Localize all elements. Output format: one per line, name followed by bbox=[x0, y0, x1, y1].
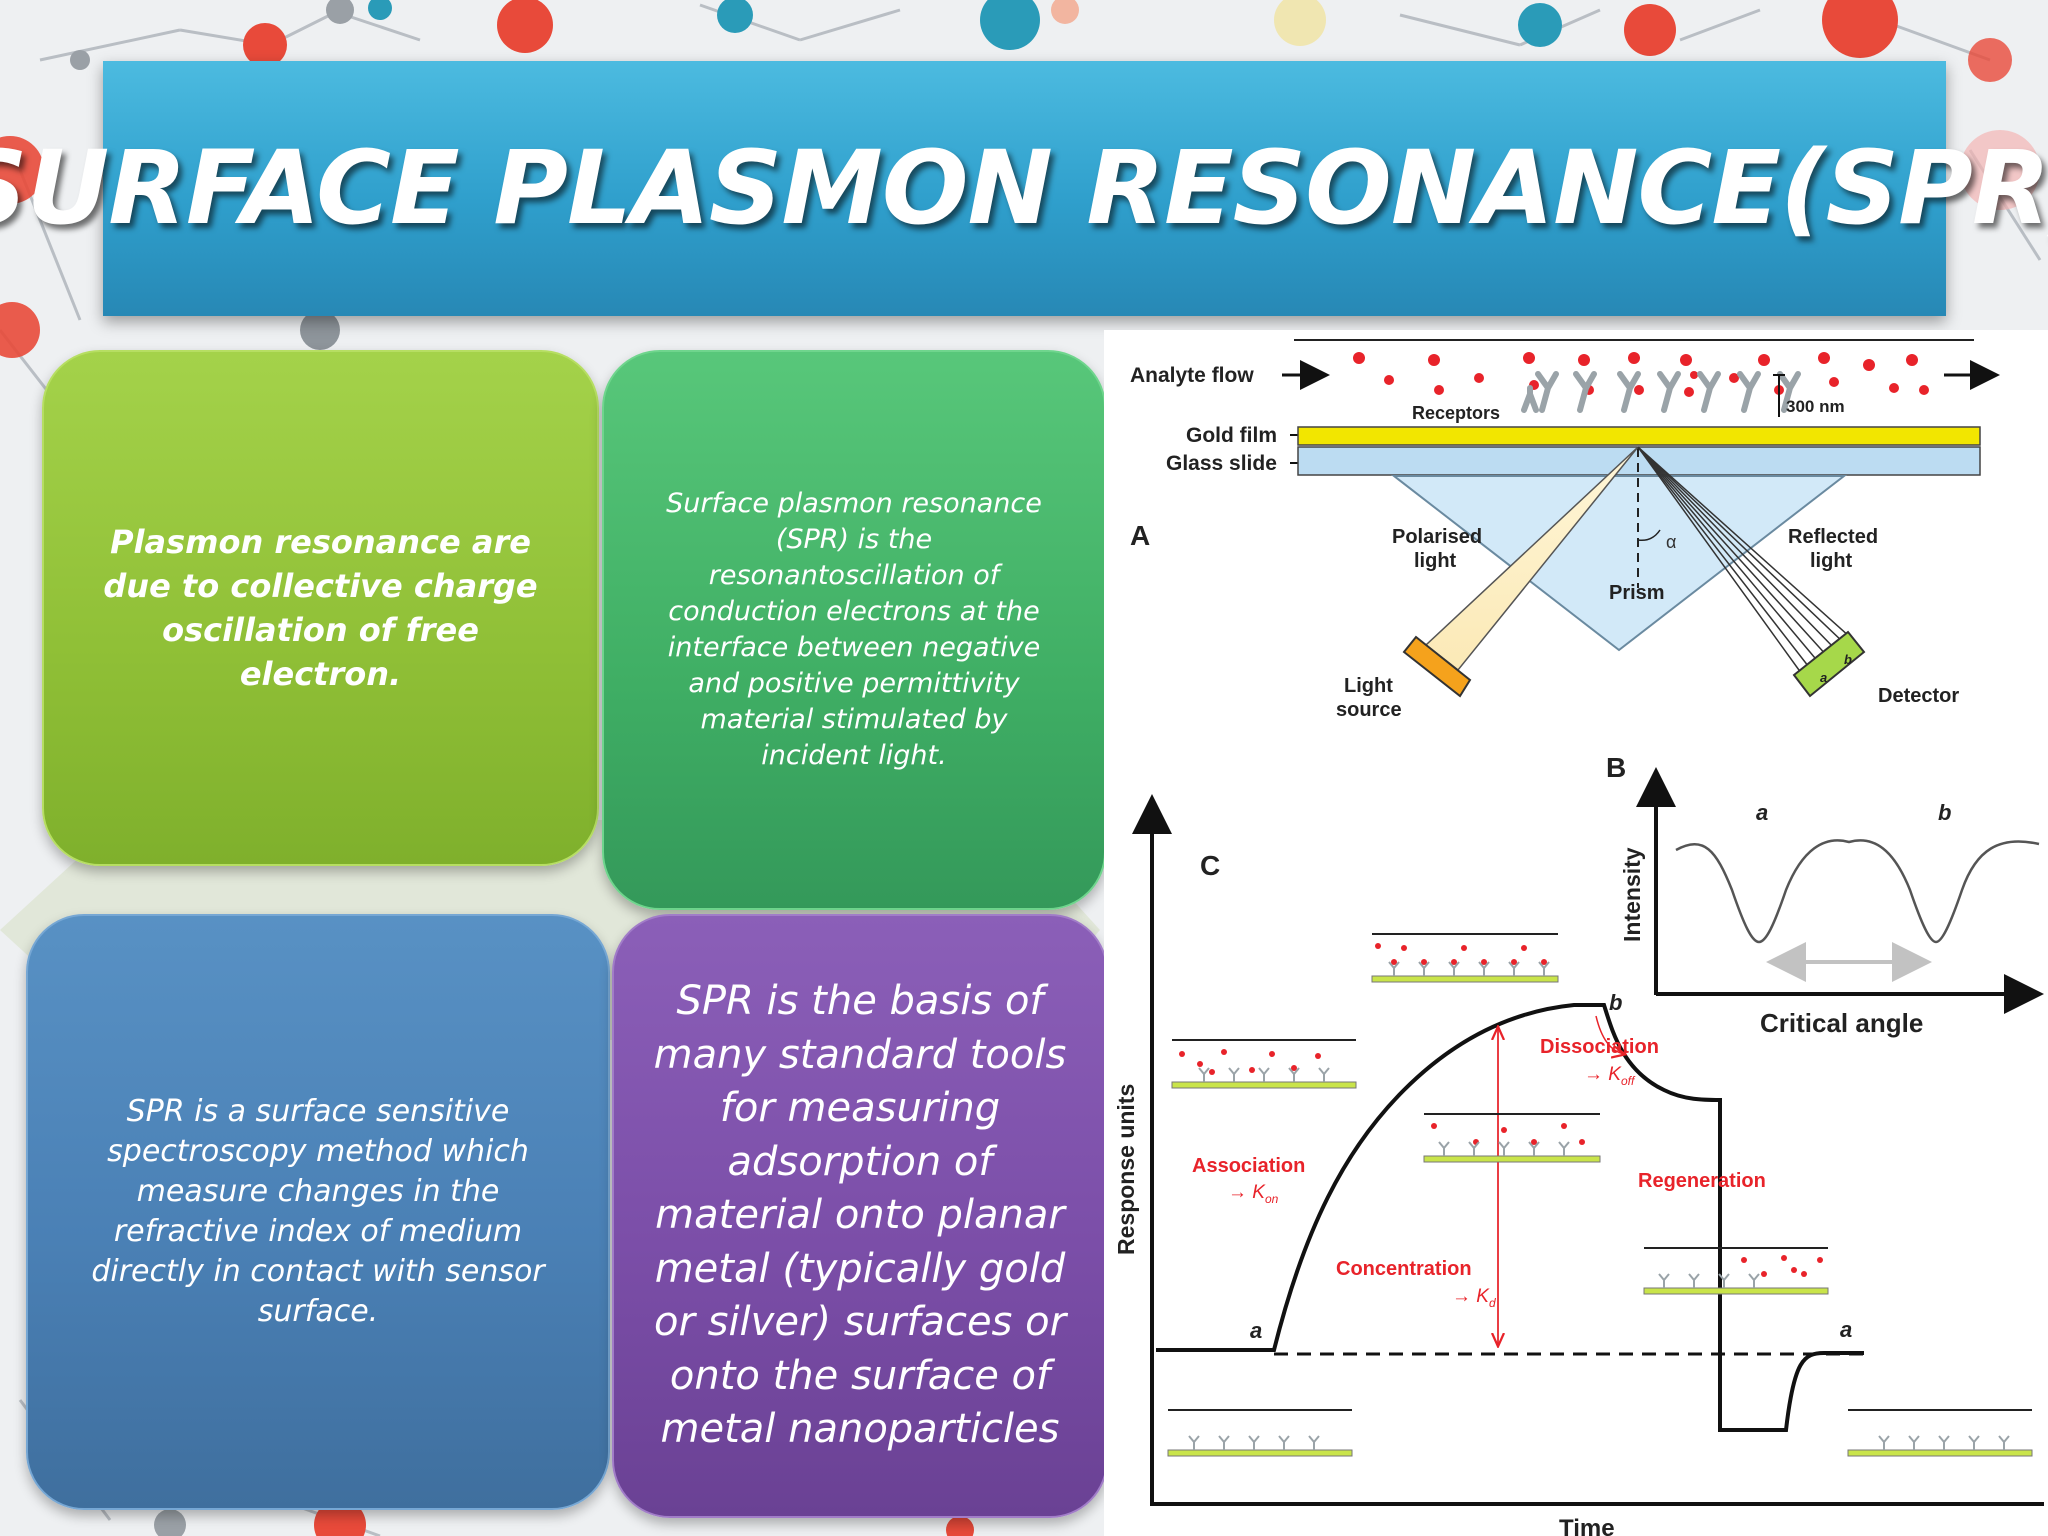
spr-figure: Analyte flow Receptors 300 n bbox=[1104, 330, 2048, 1536]
info-box-teal-text: Surface plasmon resonance (SPR) is the r… bbox=[666, 488, 1042, 771]
panel-b-letter: B bbox=[1606, 752, 1626, 783]
title-banner: SURFACE PLASMON RESONANCE(SPR) bbox=[0, 61, 2048, 316]
polarised-label-1: Polarised bbox=[1392, 526, 1482, 548]
concentration-label: Concentration bbox=[1336, 1258, 1472, 1280]
receptors bbox=[1521, 371, 1801, 413]
k-on-label: → Kon bbox=[1228, 1182, 1279, 1206]
chip-dissociation bbox=[1423, 1113, 1601, 1163]
sensorgram-curve bbox=[1156, 1003, 1864, 1432]
light-source-label-2: source bbox=[1336, 699, 1402, 721]
prism-label: Prism bbox=[1609, 582, 1665, 604]
distance-label: 300 nm bbox=[1786, 397, 1845, 416]
info-box-purple: SPR is the basis of many standard tools … bbox=[612, 914, 1108, 1518]
info-box-blue: SPR is a surface sensitive spectroscopy … bbox=[26, 914, 610, 1510]
point-b: b bbox=[1609, 990, 1622, 1015]
panel-b: B Intensity Critical angle a b bbox=[1606, 752, 2044, 1038]
panel-a-letter: A bbox=[1130, 520, 1150, 551]
info-box-green: Plasmon resonance are due to collective … bbox=[42, 350, 599, 866]
info-box-green-text: Plasmon resonance are due to collective … bbox=[103, 523, 538, 693]
detector-beam-b: b bbox=[1844, 652, 1852, 667]
dissociation-label: Dissociation bbox=[1540, 1036, 1659, 1058]
dip-b-label: b bbox=[1938, 800, 1951, 825]
detector-label: Detector bbox=[1878, 685, 1959, 707]
association-label: Association bbox=[1192, 1155, 1305, 1177]
analyte-molecules bbox=[1353, 352, 1929, 397]
polarised-label-2: light bbox=[1414, 550, 1457, 572]
panel-c: C Response units Time a b a Association … bbox=[1113, 794, 2044, 1536]
gold-film-label: Gold film bbox=[1186, 424, 1277, 447]
info-box-blue-text: SPR is a surface sensitive spectroscopy … bbox=[91, 1094, 545, 1329]
gold-film bbox=[1297, 426, 1981, 446]
point-a-left: a bbox=[1250, 1318, 1262, 1343]
info-box-teal: Surface plasmon resonance (SPR) is the r… bbox=[602, 350, 1106, 910]
chip-baseline-left bbox=[1167, 1409, 1353, 1457]
angle-alpha: α bbox=[1666, 532, 1676, 552]
resonance-curve bbox=[1675, 839, 2040, 944]
k-d-label: → Kd bbox=[1452, 1286, 1496, 1310]
detector-beam-a: a bbox=[1820, 670, 1827, 685]
k-off-label: → Koff bbox=[1584, 1064, 1636, 1088]
panel-c-xlabel: Time bbox=[1559, 1515, 1615, 1536]
dissociation-arrow bbox=[1595, 1015, 1624, 1054]
panel-c-letter: C bbox=[1200, 850, 1220, 881]
receptors-label: Receptors bbox=[1412, 403, 1500, 423]
panel-b-ylabel: Intensity bbox=[1619, 847, 1645, 942]
panel-a: Analyte flow Receptors 300 n bbox=[1130, 339, 2000, 721]
prism bbox=[1391, 475, 1847, 652]
chip-baseline-right bbox=[1847, 1409, 2033, 1457]
chip-regeneration bbox=[1643, 1247, 1829, 1295]
slide-title: SURFACE PLASMON RESONANCE(SPR) bbox=[0, 129, 2048, 248]
spr-diagram: Analyte flow Receptors 300 n bbox=[1113, 339, 2044, 1536]
chip-association bbox=[1171, 1039, 1357, 1089]
glass-slide-label: Glass slide bbox=[1166, 452, 1277, 475]
info-box-purple-text: SPR is the basis of many standard tools … bbox=[653, 978, 1067, 1453]
reflected-beams bbox=[1637, 446, 1851, 678]
light-source bbox=[1402, 635, 1472, 698]
panel-c-ylabel: Response units bbox=[1113, 1084, 1139, 1255]
reflected-label-2: light bbox=[1810, 550, 1853, 572]
chip-saturation bbox=[1371, 933, 1559, 983]
analyte-flow-label: Analyte flow bbox=[1130, 364, 1254, 387]
dip-a-label: a bbox=[1756, 800, 1768, 825]
panel-b-xlabel: Critical angle bbox=[1760, 1008, 1923, 1038]
detector bbox=[1792, 630, 1866, 698]
light-source-label-1: Light bbox=[1344, 675, 1393, 697]
regeneration-label: Regeneration bbox=[1638, 1170, 1766, 1192]
reflected-label-1: Reflected bbox=[1788, 526, 1878, 548]
point-a-right: a bbox=[1840, 1317, 1852, 1342]
